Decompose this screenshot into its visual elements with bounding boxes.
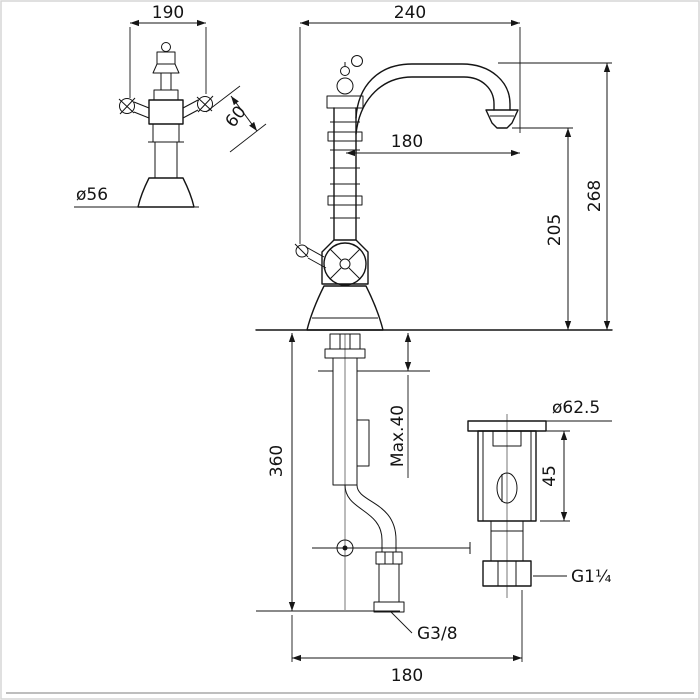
dim-label-360: 360: [267, 445, 287, 477]
dim-label-45: 45: [540, 465, 560, 487]
dim-label-60: 60: [222, 102, 251, 131]
dim-label-g38: G3/8: [417, 624, 458, 644]
flex-hose: [344, 484, 397, 553]
under-deck-assembly: [312, 333, 471, 613]
dim-label-268: 268: [585, 180, 605, 212]
dim-label-max40: Max.40: [388, 405, 408, 467]
dim-label-180-top: 180: [391, 132, 423, 152]
front-view: [118, 42, 214, 208]
dim-label-205: 205: [545, 214, 565, 246]
dim-label-g114: G1¼: [571, 567, 611, 587]
dim-label-180-bottom: 180: [391, 666, 423, 686]
dim-label-240: 240: [394, 3, 426, 23]
side-view: [294, 55, 519, 331]
dim-label-dia56: ø56: [76, 185, 108, 205]
dim-label-190: 190: [152, 3, 184, 23]
dim-line-60: [230, 95, 258, 132]
dimension-annotations: 190 ø56 60 240 180 268 205 360 Max.40: [74, 3, 612, 686]
hose-fitting: [373, 601, 405, 613]
drain-locknut: [482, 560, 532, 587]
dim-label-dia625: ø62.5: [552, 398, 600, 418]
drain-assembly: [467, 414, 547, 598]
